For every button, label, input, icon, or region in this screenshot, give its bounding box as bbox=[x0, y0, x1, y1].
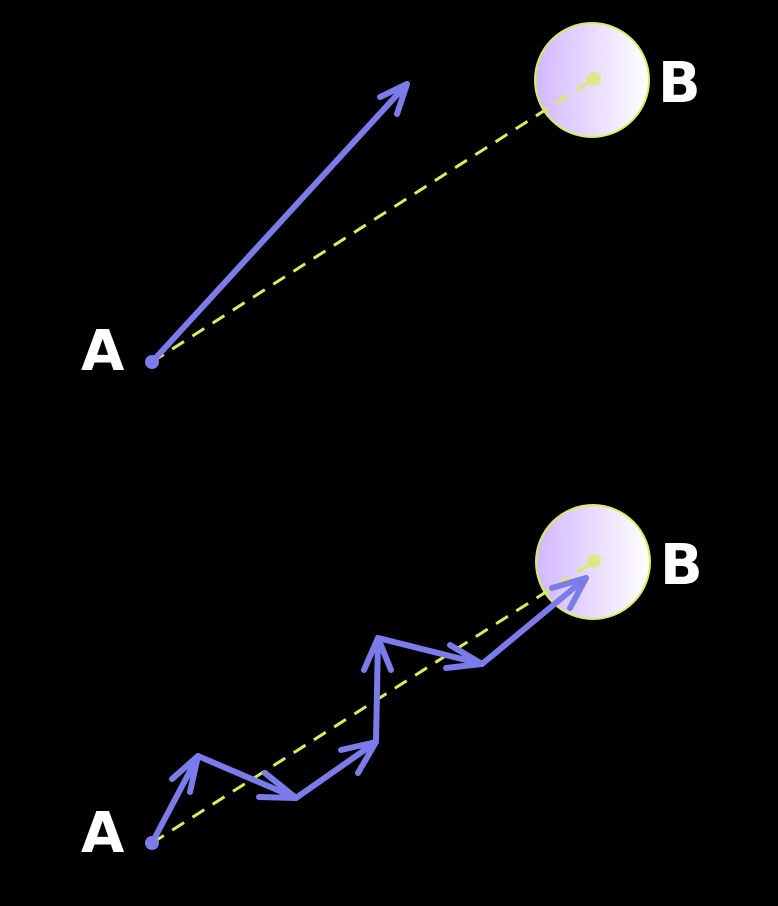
zigzag-arrow-4-shaft bbox=[373, 635, 381, 745]
target-label-bottom: B bbox=[660, 533, 703, 598]
start-label-bottom: A bbox=[81, 801, 125, 866]
zigzag-arrow-6-head bbox=[549, 575, 589, 611]
top-panel: A B bbox=[81, 22, 701, 384]
zigzag-arrow-3-shaft bbox=[293, 739, 379, 801]
target-label-top: B bbox=[658, 51, 701, 116]
start-label-top: A bbox=[81, 319, 125, 384]
direct-arrow-shaft bbox=[149, 81, 410, 365]
target-dot-top bbox=[587, 72, 601, 86]
direct-arrow-head bbox=[377, 81, 410, 117]
zigzag-arrow-1-shaft bbox=[149, 753, 201, 846]
bottom-panel: A B bbox=[81, 504, 703, 866]
guide-line-top bbox=[151, 78, 593, 364]
zigzag-arrow-5-shaft bbox=[375, 635, 485, 667]
direct-arrow bbox=[149, 81, 410, 365]
guide-line-bottom bbox=[151, 560, 594, 845]
target-dot-bottom bbox=[587, 554, 601, 568]
zigzag-arrows bbox=[149, 575, 589, 846]
zigzag-arrow-6-shaft bbox=[479, 575, 589, 667]
zigzag-arrow-2-shaft bbox=[195, 753, 299, 801]
